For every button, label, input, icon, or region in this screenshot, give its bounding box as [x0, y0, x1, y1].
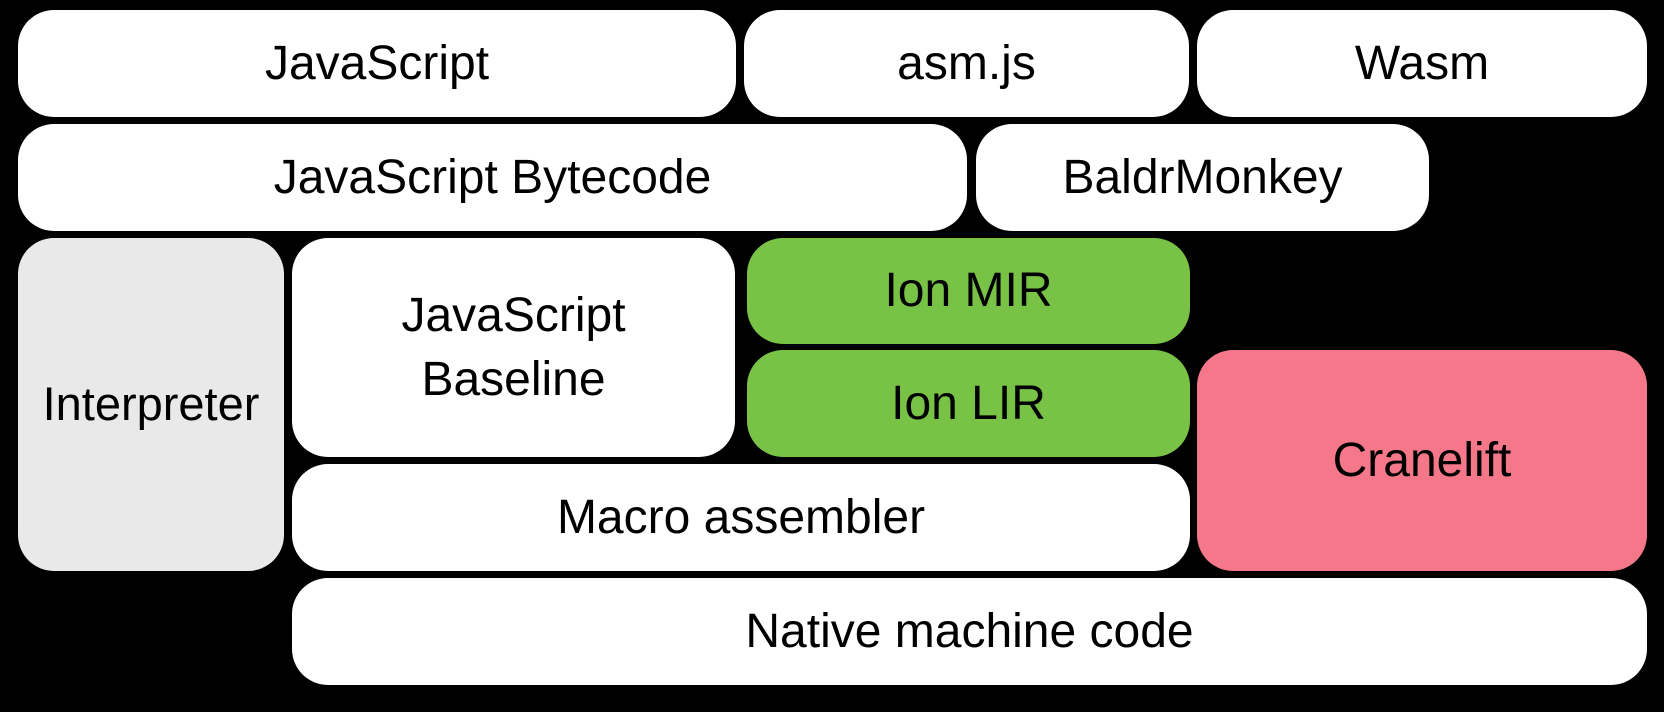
box-cranelift: Cranelift — [1197, 350, 1647, 571]
box-ion-mir-label: Ion MIR — [884, 264, 1053, 318]
box-javascript-baseline-label: JavaScript Baseline — [401, 289, 626, 406]
box-javascript-bytecode-label: JavaScript Bytecode — [273, 150, 712, 204]
box-javascript-label: JavaScript — [264, 36, 490, 90]
box-ion-mir: Ion MIR — [747, 238, 1190, 344]
box-asmjs: asm.js — [744, 10, 1189, 117]
box-native-machine-code-label: Native machine code — [745, 604, 1194, 658]
box-wasm-label: Wasm — [1354, 36, 1490, 90]
box-cranelift-label: Cranelift — [1332, 433, 1512, 487]
box-ion-lir: Ion LIR — [747, 350, 1190, 457]
box-javascript: JavaScript — [18, 10, 736, 117]
box-native-machine-code: Native machine code — [292, 578, 1647, 685]
box-wasm: Wasm — [1197, 10, 1647, 117]
box-ion-lir-label: Ion LIR — [891, 376, 1046, 430]
box-javascript-baseline: JavaScript Baseline — [292, 238, 735, 457]
box-javascript-bytecode: JavaScript Bytecode — [18, 124, 967, 231]
box-interpreter: Interpreter — [18, 238, 284, 571]
box-macro-assembler: Macro assembler — [292, 464, 1190, 571]
box-asmjs-label: asm.js — [897, 36, 1036, 90]
box-macro-assembler-label: Macro assembler — [556, 490, 926, 544]
box-baldrmonkey: BaldrMonkey — [976, 124, 1429, 231]
box-interpreter-label: Interpreter — [42, 377, 260, 431]
box-baldrmonkey-label: BaldrMonkey — [1062, 150, 1343, 204]
